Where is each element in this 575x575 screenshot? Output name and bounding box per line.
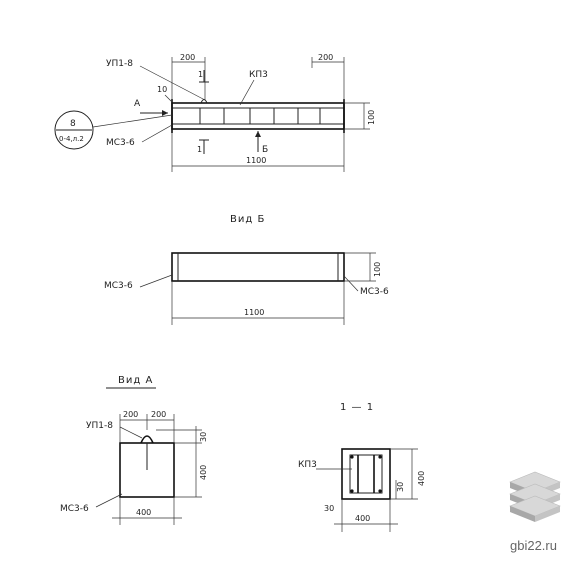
callout-circle (54, 110, 94, 150)
section-dim-small-right: 30 (396, 482, 405, 492)
section-outline (341, 448, 391, 500)
dim-length-1100: 1100 (246, 156, 266, 165)
site-logo: gbi22.ru (509, 471, 561, 553)
view-b-dim-height: 100 (373, 262, 382, 277)
leader-view-b-right (343, 275, 359, 292)
section-dim-small-left: 30 (324, 504, 334, 513)
leader-10 (164, 94, 173, 103)
dim-top-right: 200 (318, 53, 333, 62)
rebar-dot (378, 489, 382, 493)
view-arrow-a-label: А (134, 99, 141, 109)
view-a-dim-height: 400 (199, 465, 208, 480)
site-watermark: gbi22.ru (510, 538, 557, 553)
view-a-label-bottom: МС3-6 (60, 504, 89, 514)
label-mc3-6: МС3-6 (106, 138, 135, 148)
arrow-up-icon (255, 131, 261, 137)
label-up1-8: УП1-8 (106, 59, 133, 69)
section-marker-top: 1 (198, 70, 203, 79)
callout-ref: 0-4,л.2 (59, 135, 84, 143)
dim-top-left: 200 (180, 53, 195, 62)
leader-mc3-6 (141, 124, 173, 143)
dim-small-10: 10 (157, 85, 167, 94)
section-dim-height: 400 (417, 471, 426, 486)
dim-height-100: 100 (367, 110, 376, 125)
rebar-dot (350, 455, 354, 459)
view-b-label-right: МС3-6 (360, 287, 389, 297)
section-label-kp3: КП3 (298, 460, 317, 470)
callout-number: 8 (70, 119, 76, 129)
section-1-1: 1 — 1 КП3 400 30 30 400 (298, 402, 426, 532)
callout-leader (92, 114, 173, 128)
view-arrow-b-label: Б (262, 145, 268, 155)
leader-view-a-top (119, 426, 143, 439)
view-a: Вид А 200 200 УП1-8 30 400 400 МС3-6 (60, 375, 208, 525)
view-a-title: Вид А (118, 375, 153, 386)
view-a-dim-top-right: 200 (151, 410, 166, 419)
section-dim-width: 400 (355, 514, 370, 523)
label-kp3: КП3 (249, 70, 268, 80)
rebar-dot (378, 455, 382, 459)
view-b-dim-length: 1100 (244, 308, 264, 317)
view-a-loop (140, 435, 154, 444)
view-a-dim-top-left: 200 (123, 410, 138, 419)
view-b-outline (171, 252, 345, 282)
view-b-label-left: МС3-6 (104, 281, 133, 291)
section-cage (349, 454, 383, 494)
arrow-right-icon (162, 110, 168, 116)
section-marker-bottom: 1 (197, 145, 202, 154)
stacked-slabs-icon (509, 471, 561, 522)
view-b-title: Вид Б (230, 214, 265, 225)
leader-view-b-left (139, 274, 173, 288)
rebar-dot (350, 489, 354, 493)
leader-view-a-bottom (95, 493, 123, 508)
leader-up1-8 (139, 65, 206, 101)
section-title: 1 — 1 (340, 402, 374, 413)
view-a-label-top: УП1-8 (86, 421, 113, 431)
leader-kp3 (239, 79, 255, 106)
view-b: Вид Б МС3-6 МС3-6 100 1100 (104, 214, 389, 325)
view-a-dim-width: 400 (136, 508, 151, 517)
view-a-dim-small: 30 (199, 432, 208, 442)
main-view: 200 200 1 1 УП1-8 10 КП3 А Б 100 (54, 53, 376, 172)
